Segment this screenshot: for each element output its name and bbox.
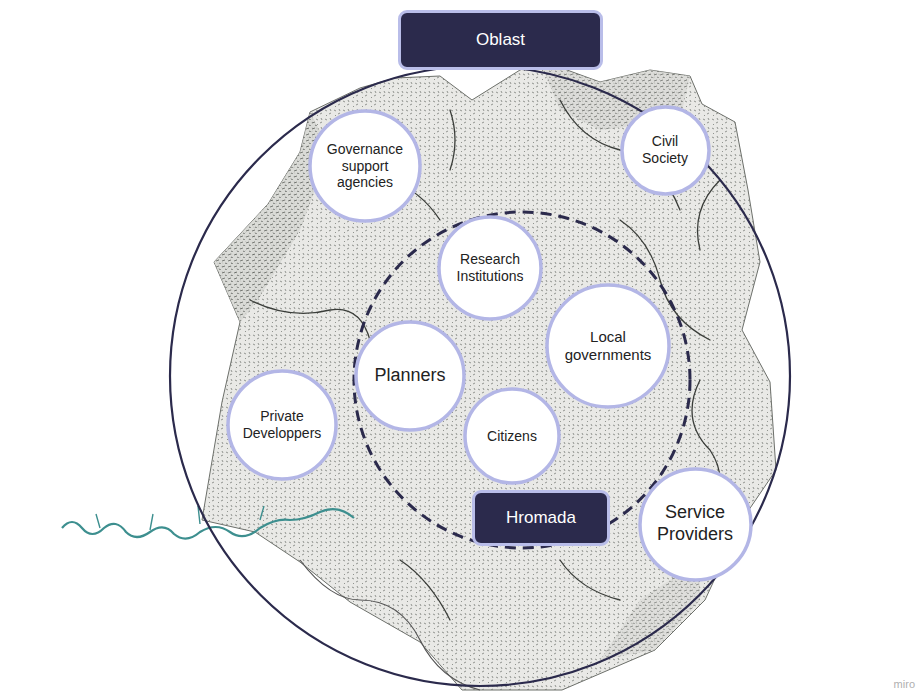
watermark: miro	[894, 678, 915, 690]
hromada-ring	[354, 212, 690, 548]
actor-circle: Civil Society	[620, 105, 711, 196]
actor-circle: Research Institutions	[437, 215, 543, 321]
node-label: Hromada	[506, 508, 576, 528]
node-label: Governance support agencies	[322, 141, 408, 191]
actor-circle: Service Providers	[638, 467, 753, 582]
node-label: Private Developpers	[237, 408, 327, 442]
node-label: Citizens	[487, 428, 537, 445]
node-label: Research Institutions	[448, 251, 533, 285]
actor-circle: Private Developpers	[226, 369, 338, 481]
region-map	[202, 62, 776, 690]
node-label: Oblast	[476, 30, 525, 50]
node-label: Civil Society	[631, 133, 700, 167]
level-box: Hromada	[472, 490, 610, 546]
actor-circle: Citizens	[463, 387, 561, 485]
oblast-ring	[170, 66, 790, 686]
node-label: Service Providers	[650, 502, 741, 545]
actor-circle: Local governments	[545, 283, 671, 409]
actor-circle: Governance support agencies	[308, 109, 422, 223]
node-label: Planners	[374, 365, 445, 387]
level-box: Oblast	[398, 10, 603, 70]
actor-circle: Planners	[354, 320, 466, 432]
node-label: Local governments	[558, 328, 659, 364]
